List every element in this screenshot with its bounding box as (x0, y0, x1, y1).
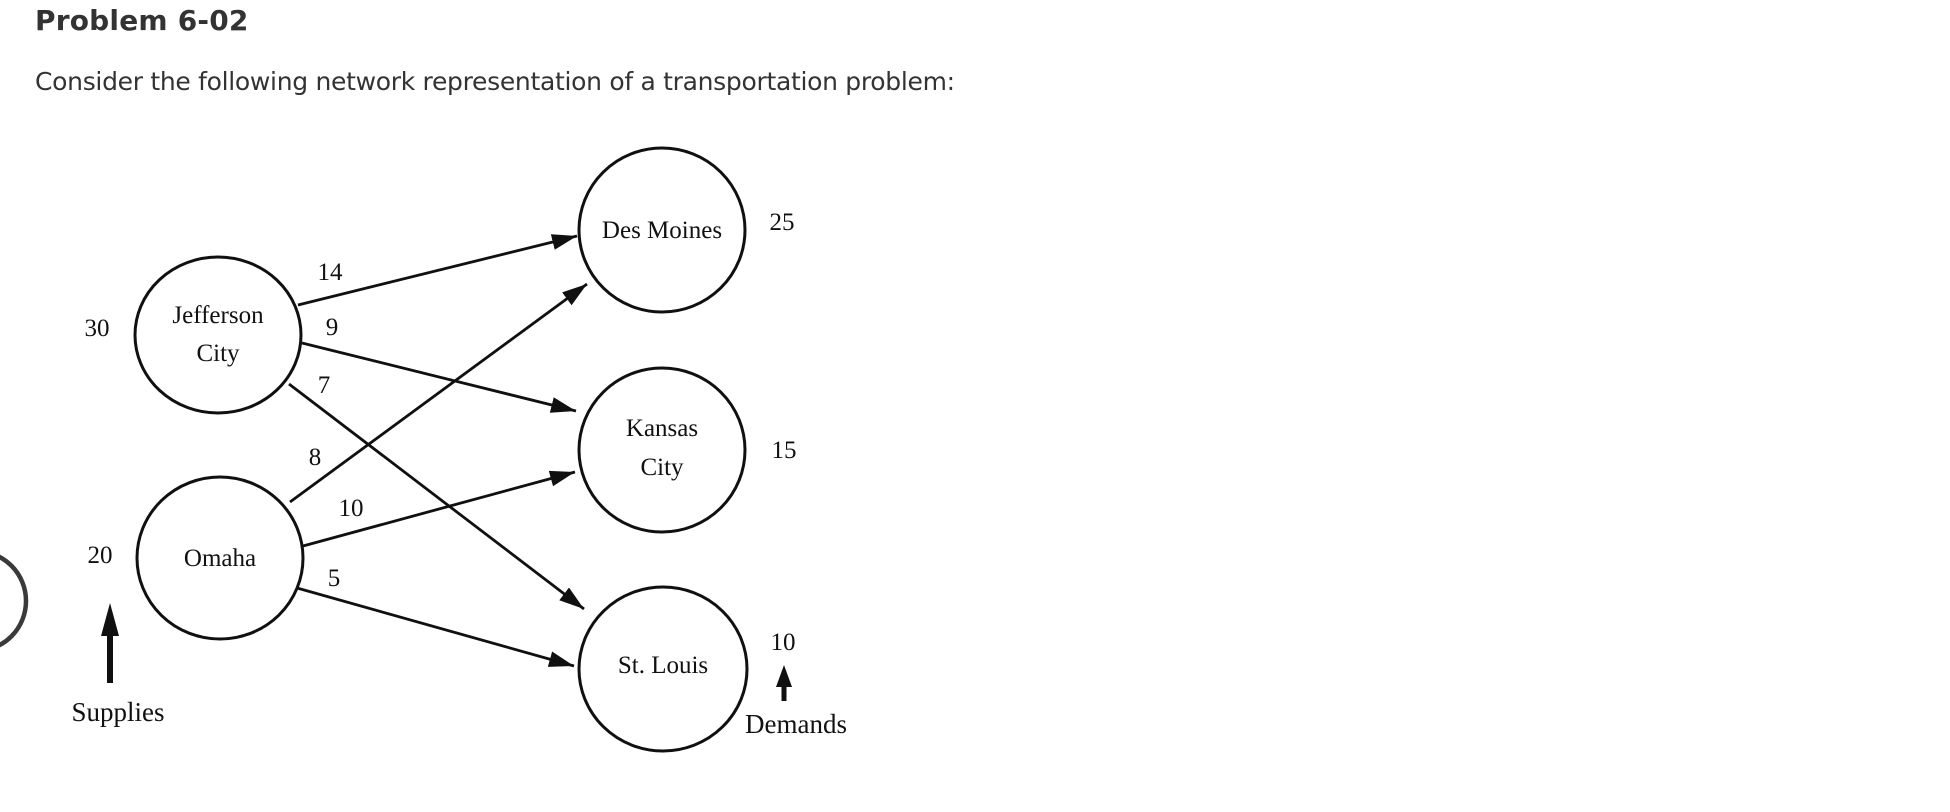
node-label-omaha: Omaha (184, 545, 256, 572)
arc-cost-jefferson-city-st-louis: 7 (318, 372, 331, 399)
arc-omaha-to-des-moines (289, 282, 588, 504)
arc-cost-jefferson-city-des-moines: 14 (318, 259, 344, 286)
arc-jefferson-city-to-kansas-city (301, 341, 577, 413)
demand-value-des-moines: 25 (770, 209, 795, 236)
node-label-kansas-city-line2: City (640, 454, 684, 481)
problem-title: Problem 6-02 (35, 4, 249, 37)
arc-cost-jefferson-city-kansas-city: 9 (326, 314, 339, 341)
arc-cost-omaha-kansas-city: 10 (339, 495, 364, 522)
node-label-jefferson-city-line2: City (196, 340, 240, 367)
supplies-arrow (101, 603, 119, 683)
node-label-des-moines: Des Moines (602, 217, 722, 244)
demand-value-st-louis: 10 (771, 629, 796, 656)
node-label-st-louis: St. Louis (618, 652, 708, 679)
supply-value-jefferson-city: 30 (85, 315, 110, 342)
node-jefferson-city (133, 255, 303, 415)
node-label-jefferson-city-line1: Jefferson (172, 302, 264, 329)
supplies-label: Supplies (71, 697, 164, 727)
supply-value-omaha: 20 (88, 542, 113, 569)
arc-omaha-to-kansas-city (302, 470, 576, 548)
arc-cost-omaha-des-moines: 8 (309, 444, 322, 471)
node-st-louis (577, 585, 749, 753)
transportation-network-diagram: Jefferson City Omaha Des Moines Kansas C… (0, 146, 847, 753)
arc-omaha-to-st-louis (296, 586, 575, 668)
demands-arrow (776, 665, 792, 701)
demand-value-kansas-city: 15 (772, 437, 797, 464)
node-des-moines (577, 146, 747, 314)
partial-circle-decoration (0, 554, 29, 648)
problem-intro-text: Consider the following network represent… (35, 67, 955, 96)
arc-cost-omaha-st-louis: 5 (328, 565, 341, 592)
arc-jefferson-city-to-st-louis (288, 382, 585, 611)
arc-jefferson-city-to-des-moines (297, 234, 578, 307)
node-kansas-city (577, 366, 747, 534)
node-label-kansas-city-line1: Kansas (626, 415, 698, 442)
node-omaha (135, 475, 305, 641)
demands-label: Demands (745, 709, 847, 739)
